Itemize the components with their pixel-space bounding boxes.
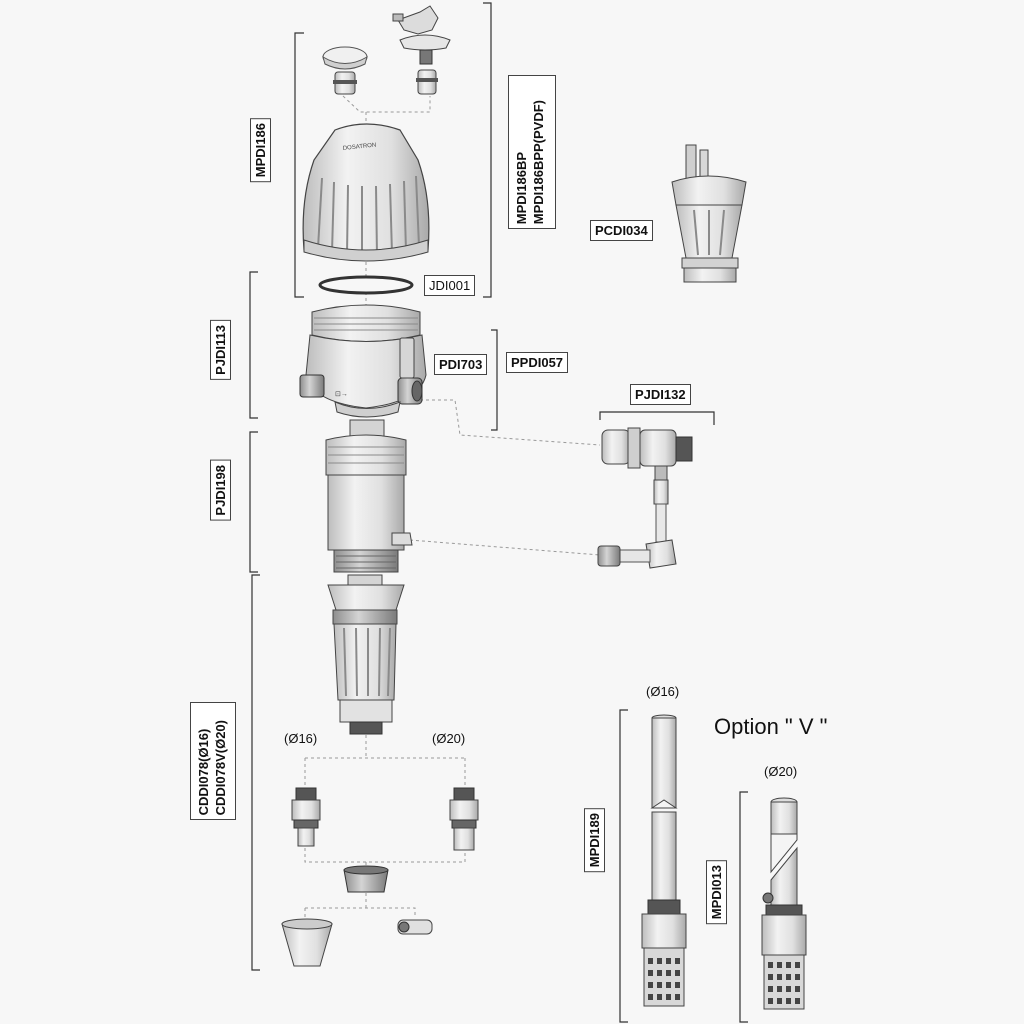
bell-housing: DOSATRON (302, 123, 430, 262)
label-pjdi198: PJDI198 (210, 460, 231, 521)
dimension-d20-left: (Ø20) (432, 731, 466, 746)
option-v-title: Option " V " (714, 714, 828, 739)
nut (343, 865, 389, 893)
label-cddi078-box: CDDI078(Ø16) CDDI078V(Ø20) (190, 702, 236, 820)
label-pjdi132: PJDI132 (630, 384, 691, 405)
clip (397, 919, 433, 935)
pjdi132-part (597, 427, 693, 569)
dimension-d16-left: (Ø16) (284, 731, 318, 746)
fitting-d16 (291, 787, 321, 847)
label-cddi078-line2: CDDI078V(Ø20) (213, 719, 228, 815)
label-mpdi186bp-box: MPDI186BP MPDI186BPP(PVDF) (508, 75, 556, 229)
label-ppdi057: PPDI057 (506, 352, 569, 373)
dosing-tube (327, 574, 405, 735)
pcdi034-part (671, 144, 747, 283)
label-mpdi186bp-line1: MPDI186BP (514, 151, 529, 224)
mpdi013-part (761, 797, 807, 1010)
label-pcdi034: PCDI034 (590, 220, 653, 241)
dimension-d20-right: (Ø20) (764, 764, 798, 779)
label-mpdi186bp: MPDI186BP MPDI186BPP(PVDF) (513, 100, 547, 224)
leader-lines (304, 95, 730, 920)
svg-text:DOSATRON: DOSATRON (343, 143, 377, 152)
main-body: ⊡→ (299, 304, 427, 418)
label-mpdi013: MPDI013 (706, 860, 727, 925)
mpdi189-part (641, 714, 687, 1007)
dimension-d16-right: (Ø16) (646, 684, 680, 699)
bracket-lines (249, 2, 748, 1023)
fitting-d20 (449, 787, 479, 851)
piston-cylinder (325, 419, 413, 573)
label-pdi703: PDI703 (434, 354, 488, 375)
cone (281, 918, 333, 967)
label-cddi078: CDDI078(Ø16) CDDI078V(Ø20) (195, 720, 229, 815)
label-pjdi113: PJDI113 (210, 320, 231, 380)
top-cap-parts (322, 5, 451, 95)
svg-text:⊡→: ⊡→ (335, 391, 348, 398)
label-jdi001: JDI001 (424, 275, 476, 296)
label-cddi078-line1: CDDI078(Ø16) (196, 728, 211, 815)
label-mpdi189: MPDI189 (584, 808, 605, 873)
o-ring (318, 275, 414, 295)
label-mpdi186: MPDI186 (250, 118, 271, 183)
label-mpdi186bp-line2: MPDI186BPP(PVDF) (531, 99, 546, 224)
